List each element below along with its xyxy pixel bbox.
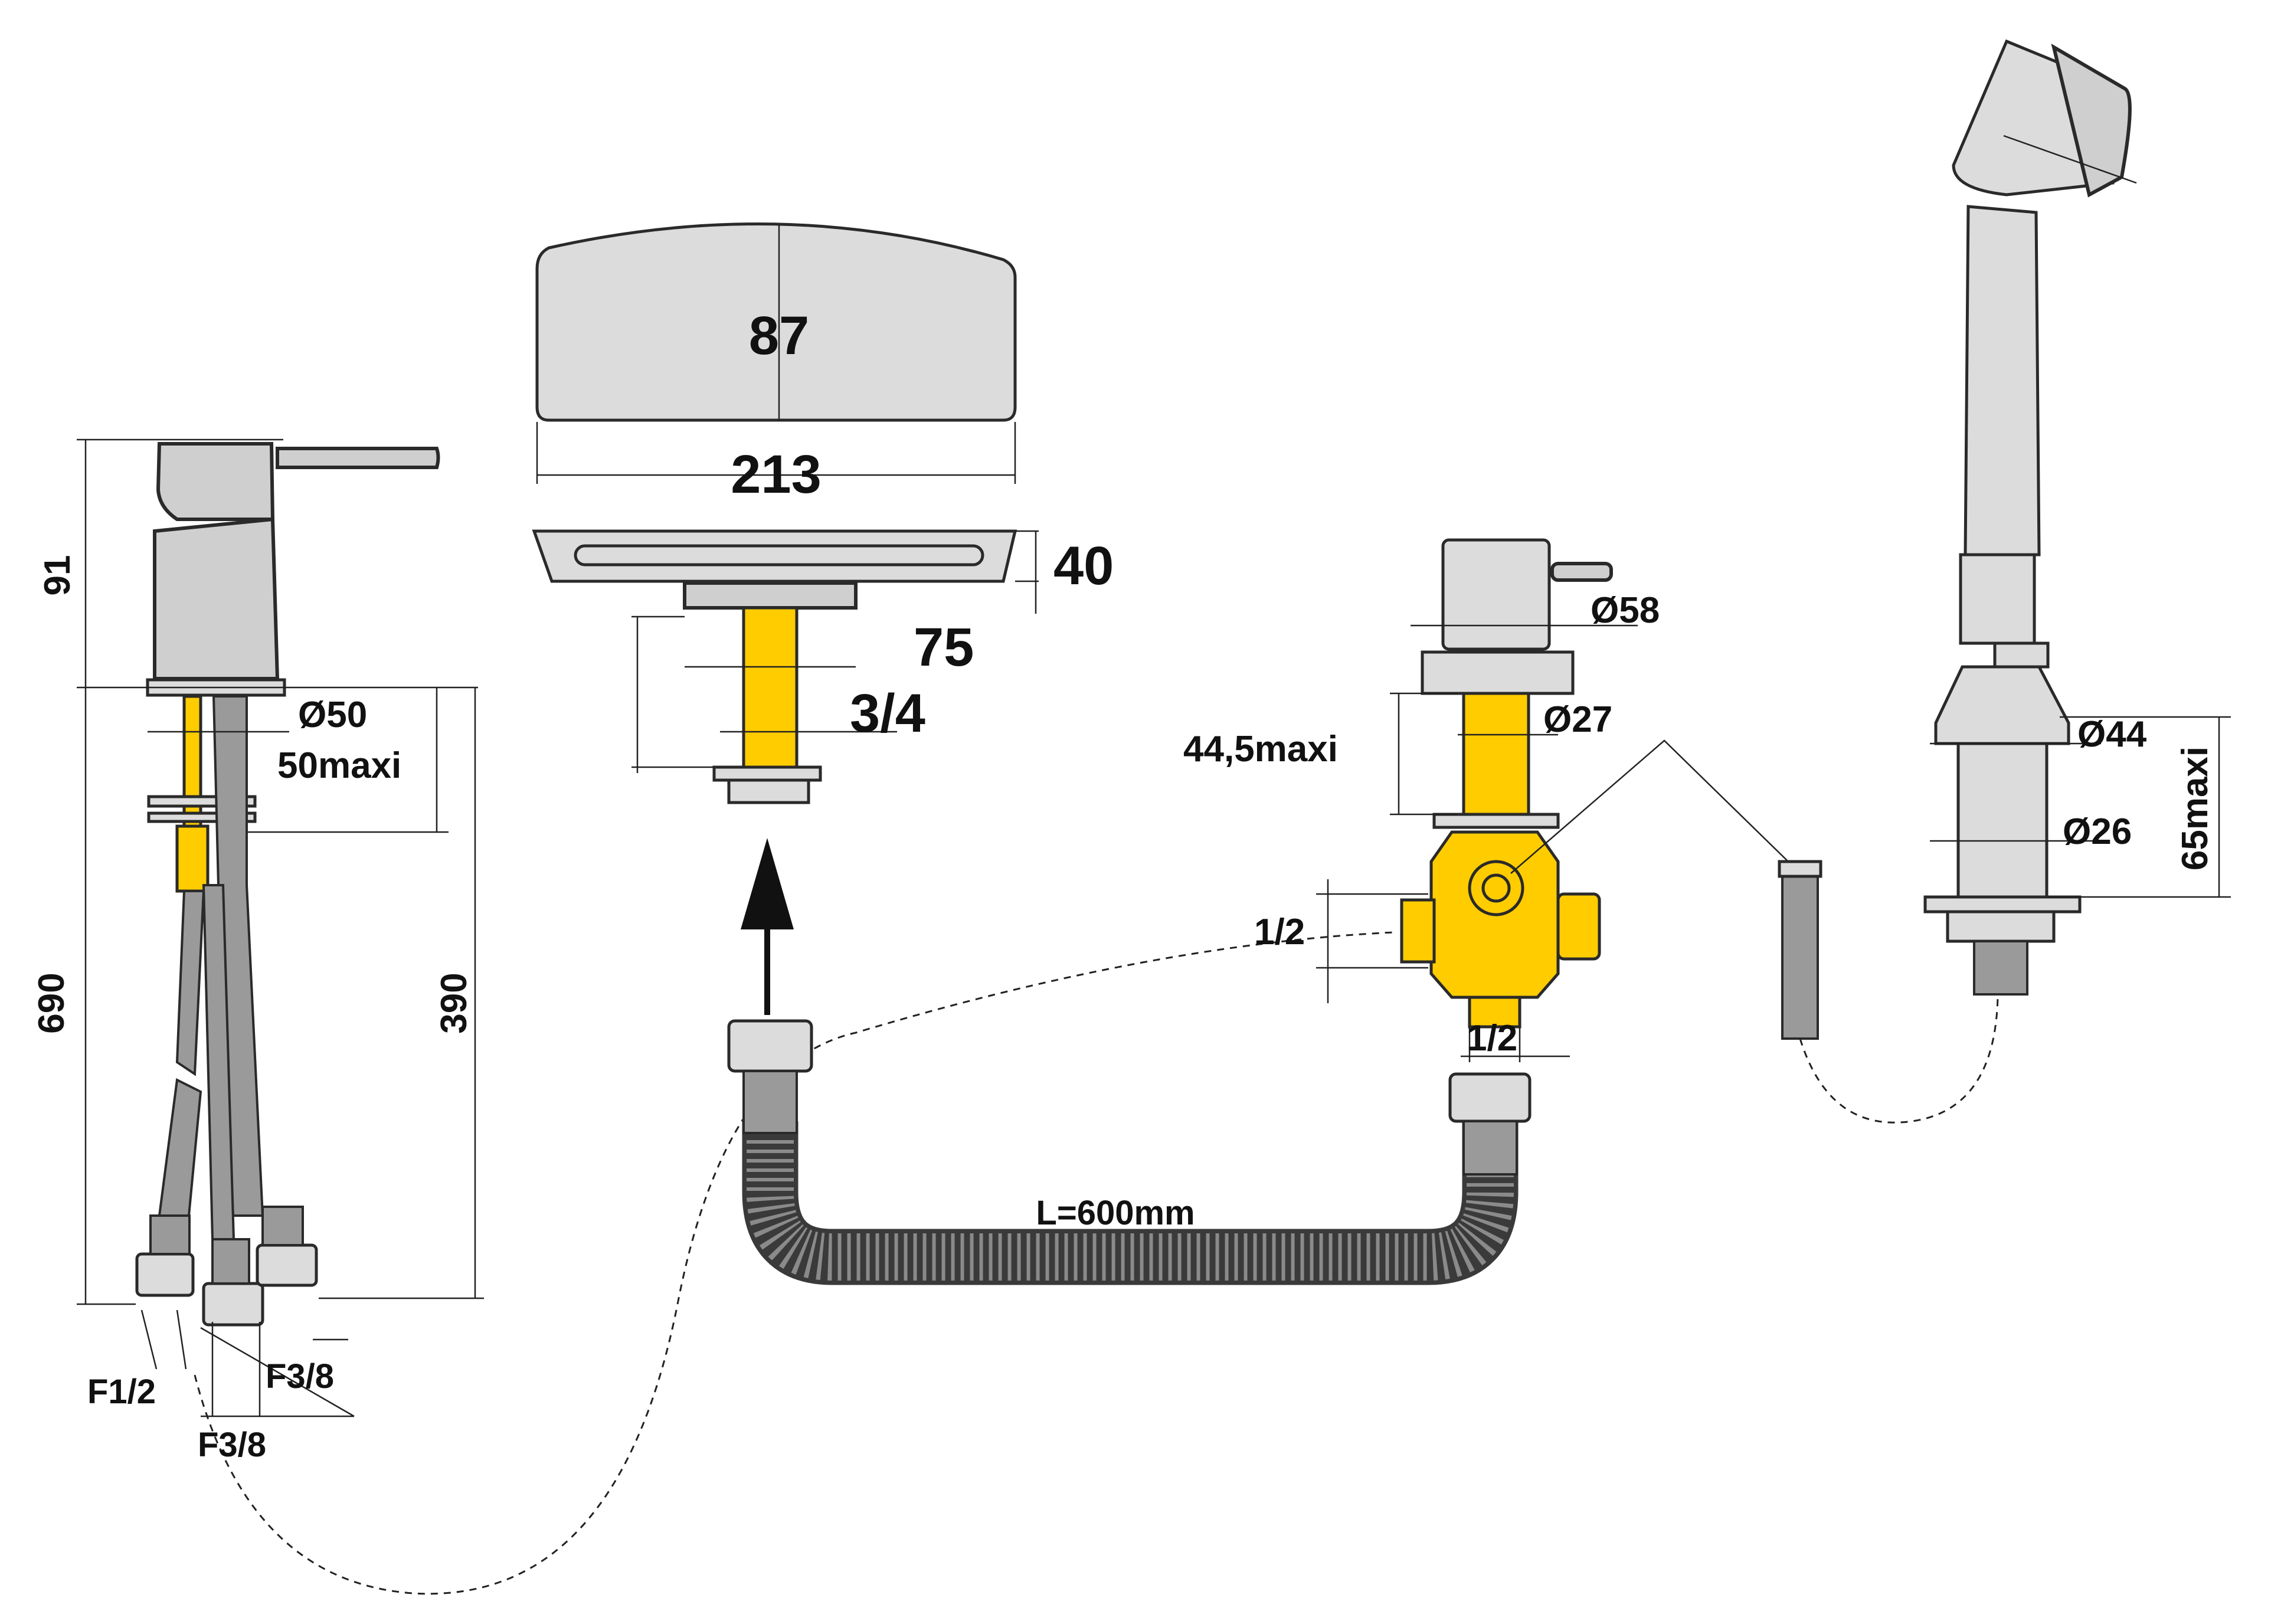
label-f12: F1/2 [87,1373,156,1411]
connection-hose: L=600mm [727,1019,1532,1285]
label-f38-right: F3/8 [266,1357,334,1396]
label-f38-bottom: F3/8 [198,1426,266,1464]
label-d58: Ø58 [1591,590,1660,631]
diverter-valve: Ø58 Ø27 44,5maxi 1/2 1/2 [1183,538,1789,1062]
label-d27: Ø27 [1543,699,1612,740]
spout-side-view: 40 75 3/4 [532,529,1114,1015]
label-390: 390 [434,973,475,1033]
mixer-side-view: 91 690 390 Ø50 50maxi F1/2 F3/8 F3/8 [31,438,1393,1595]
label-d50: Ø50 [298,695,367,735]
label-690: 690 [31,973,72,1033]
label-87: 87 [749,306,809,366]
label-75: 75 [914,617,974,677]
label-50maxi: 50maxi [277,745,401,786]
label-d44: Ø44 [2077,714,2147,755]
label-213: 213 [731,444,822,505]
label-65maxi: 65maxi [2175,746,2216,870]
label-12-bottom: 1/2 [1467,1018,1517,1059]
label-12-side: 1/2 [1254,912,1305,952]
label-d26: Ø26 [2063,811,2132,852]
spout-top-view: 87 213 [535,222,1017,505]
label-91: 91 [37,555,78,596]
label-hose-length: L=600mm [1036,1194,1195,1232]
label-34: 3/4 [850,683,925,744]
label-445maxi: 44,5maxi [1183,729,1338,770]
shower-handset: Ø44 Ø26 65maxi [1778,39,2231,1124]
label-40: 40 [1053,536,1114,596]
